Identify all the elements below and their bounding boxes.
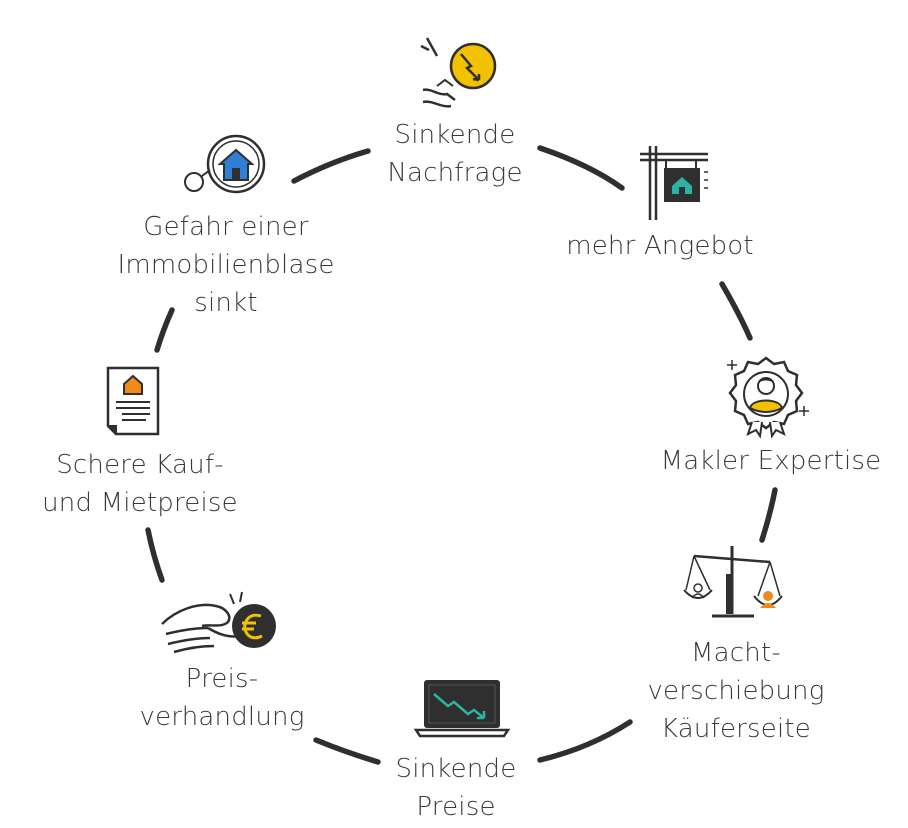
step-line: sinkt: [194, 288, 258, 318]
step-line: verhandlung: [139, 702, 305, 732]
step-line: und Mietpreise: [42, 488, 238, 518]
falling-coin-icon: [420, 37, 497, 108]
agent-badge-icon: [727, 356, 809, 439]
step-line: Sinkende: [395, 754, 517, 784]
arc-verhandlung-schere: [145, 527, 165, 583]
step-line: Nachfrage: [387, 158, 523, 188]
arc-angebot-makler: [719, 281, 753, 341]
step-gefahr-immobilienblase: Gefahr einer Immobilienblase sinkt: [106, 208, 346, 322]
document-house-icon: [106, 366, 160, 436]
arc-makler-macht: [759, 487, 778, 543]
house-magnifier-icon: [184, 134, 266, 194]
step-line: Gefahr einer: [143, 212, 309, 242]
step-line: Sinkende: [394, 120, 516, 150]
scales-icon: [683, 546, 783, 618]
step-schere-preise: Schere Kauf- und Mietpreise: [30, 446, 250, 522]
step-line: Preise: [416, 792, 496, 822]
step-line: Schere Kauf-: [56, 450, 224, 480]
step-sinkende-preise: Sinkende Preise: [356, 750, 556, 826]
arc-preise-verhandlung: [313, 737, 381, 765]
step-line: mehr Angebot: [566, 231, 754, 261]
step-line: Preis-: [185, 664, 259, 694]
arc-nachfrage-angebot: [537, 145, 625, 191]
step-mehr-angebot: mehr Angebot: [560, 227, 760, 265]
for-sale-sign-icon: [640, 146, 708, 220]
step-line: Immobilienblase: [117, 250, 335, 280]
arc-schere-gefahr: [154, 307, 175, 353]
step-machtverschiebung: Macht- verschiebung Käuferseite: [626, 634, 846, 748]
laptop-falling-chart-icon: [413, 680, 511, 738]
step-line: Käuferseite: [661, 714, 811, 744]
step-preisverhandlung: Preis- verhandlung: [122, 660, 322, 736]
arc-gefahr-nachfrage: [291, 148, 371, 184]
step-makler-expertise: Makler Expertise: [646, 442, 896, 480]
hand-euro-coin-icon: [161, 591, 276, 654]
step-line: verschiebung: [647, 676, 825, 706]
step-sinkende-nachfrage: Sinkende Nachfrage: [365, 116, 545, 192]
arc-macht-preise: [537, 719, 633, 763]
step-line: Makler Expertise: [660, 446, 882, 476]
step-line: Macht-: [691, 638, 781, 668]
